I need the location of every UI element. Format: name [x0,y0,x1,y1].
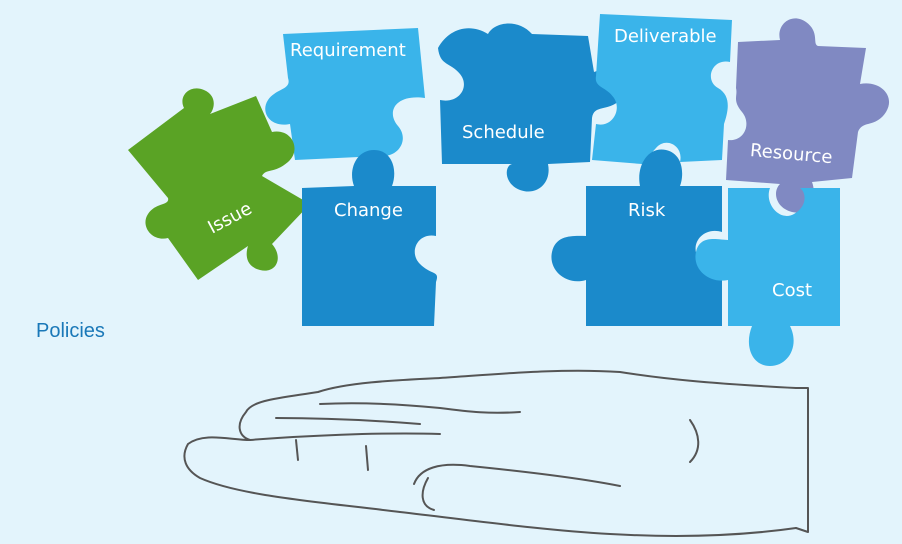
piece-risk: Risk [551,149,723,326]
piece-requirement: Requirement [265,28,425,160]
piece-resource: Resource [726,18,890,213]
piece-change: Change [302,150,438,326]
label-risk: Risk [628,200,666,221]
label-change: Change [334,200,403,221]
open-hand-icon [183,369,809,537]
piece-deliverable: Deliverable [592,14,732,164]
label-cost: Cost [772,280,812,301]
piece-issue: Issue [128,88,310,280]
policies-label: Policies [36,320,105,342]
piece-cost: Cost [695,188,840,366]
label-requirement: Requirement [290,40,406,61]
label-deliverable: Deliverable [614,26,717,47]
piece-schedule: Schedule [438,23,627,192]
label-schedule: Schedule [462,122,545,143]
